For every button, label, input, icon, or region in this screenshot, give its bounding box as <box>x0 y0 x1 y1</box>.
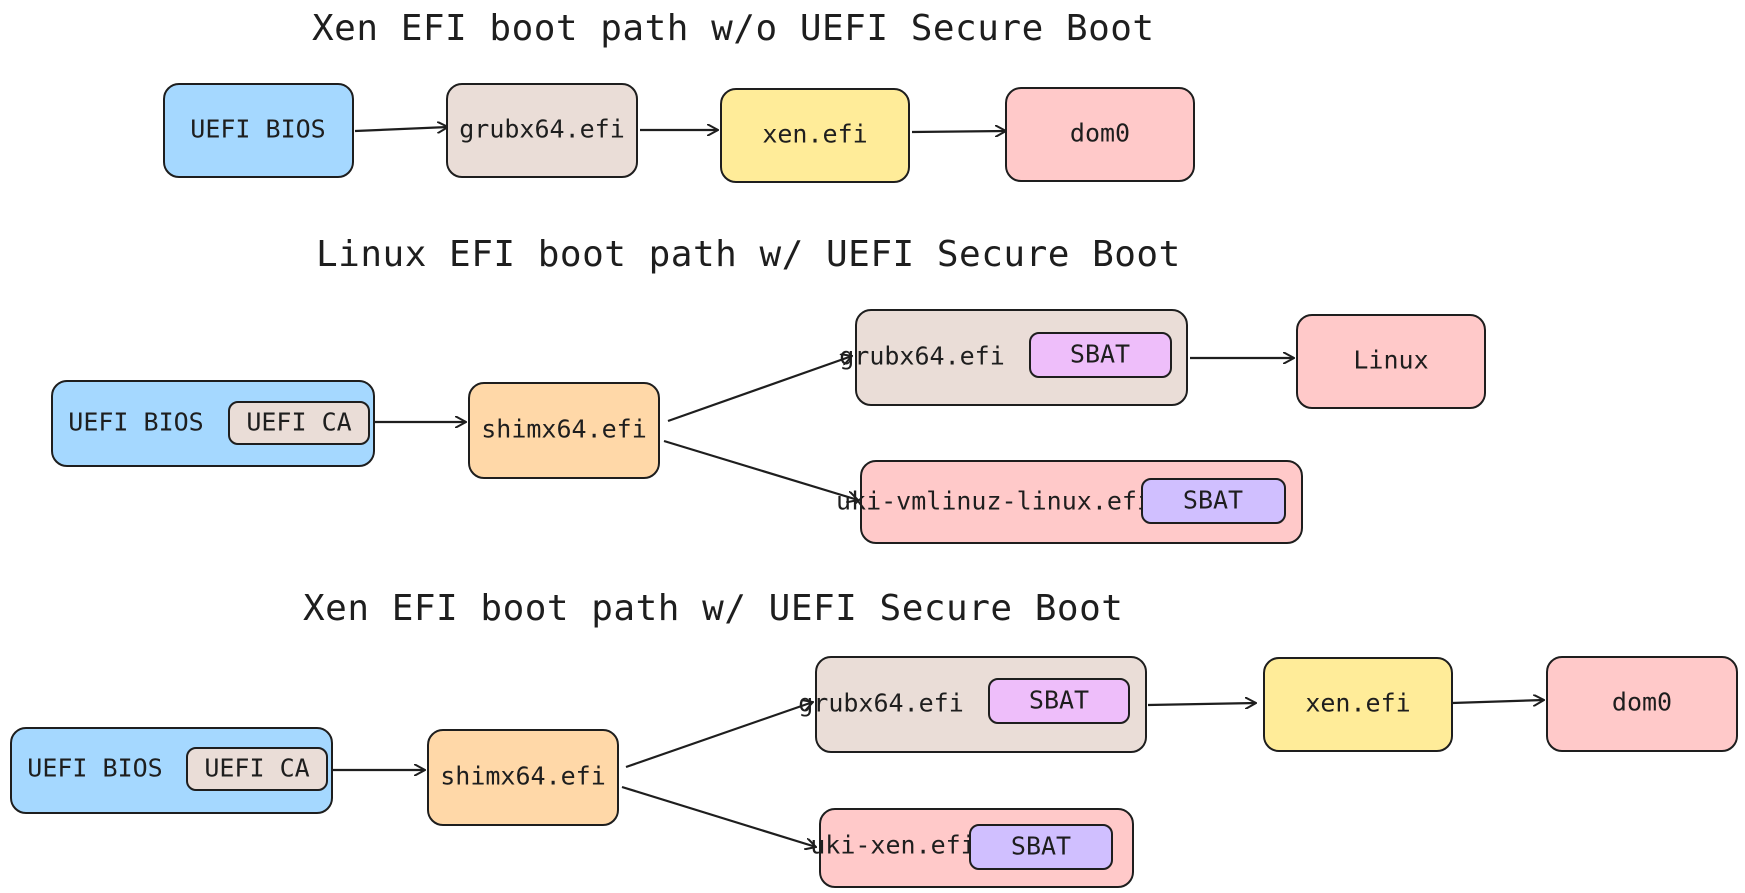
node-dom0-3-label: dom0 <box>1611 687 1673 717</box>
node-uefi-bios-2-label: UEFI BIOS <box>68 407 204 437</box>
node-shim-2-label: shimx64.efi <box>481 414 647 444</box>
node-uefi-bios-1-label: UEFI BIOS <box>190 114 326 144</box>
node-dom0-1 <box>1005 87 1195 182</box>
badge-sbat-uki-2 <box>1141 478 1286 524</box>
node-grub-2-label: grubx64.efi <box>839 341 1005 371</box>
badge-sbat-uki-3-label: SBAT <box>1010 831 1072 861</box>
badge-sbat-grub-2 <box>1029 332 1172 378</box>
node-dom0-1-label: dom0 <box>1069 118 1131 148</box>
badge-uefi-ca-3-label: UEFI CA <box>204 753 310 783</box>
arrow-shim-to-grub <box>667 356 852 423</box>
title-xen-no-secure-boot: Xen EFI boot path w/o UEFI Secure Boot <box>312 8 1155 49</box>
badge-uefi-ca-3 <box>186 747 328 791</box>
node-grub-3-label: grubx64.efi <box>798 688 964 718</box>
node-shim-3 <box>427 729 619 826</box>
node-uki-xen-3-label: uki-xen.efi <box>810 830 976 860</box>
title-xen-secure-boot: Xen EFI boot path w/ UEFI Secure Boot <box>303 588 1124 629</box>
badge-uefi-ca-2 <box>228 401 370 445</box>
node-uefi-bios-3-label: UEFI BIOS <box>27 753 163 783</box>
node-linux-2-label: Linux <box>1353 345 1429 375</box>
node-dom0-3 <box>1546 656 1738 752</box>
arrow-xen-to-dom0-3 <box>1451 700 1544 703</box>
node-grub-1 <box>446 83 638 178</box>
node-uefi-bios-1 <box>163 83 354 178</box>
badge-sbat-uki-3 <box>969 824 1113 870</box>
node-shim-3-label: shimx64.efi <box>440 761 606 791</box>
node-xen-1 <box>720 88 910 183</box>
node-uefi-bios-2 <box>51 380 375 467</box>
badge-sbat-grub-2-label: SBAT <box>1069 339 1131 369</box>
arrow-shim-to-grub-3 <box>625 702 813 769</box>
arrow-shim-to-uki <box>663 439 858 500</box>
node-grub-1-label: grubx64.efi <box>459 114 625 144</box>
node-xen-3-label: xen.efi <box>1305 688 1411 718</box>
node-xen-3 <box>1263 657 1453 752</box>
title-linux-secure-boot: Linux EFI boot path w/ UEFI Secure Boot <box>316 234 1181 275</box>
node-shim-2 <box>468 382 660 479</box>
node-linux-2 <box>1296 314 1486 409</box>
arrow-xen-to-dom0 <box>911 131 1006 132</box>
arrow-grub-to-xen-3 <box>1147 703 1256 705</box>
arrow-shim-to-uki-3 <box>621 785 816 847</box>
node-uki-2-label: uki-vmlinuz-linux.efi <box>835 486 1153 516</box>
arrow-uefi-to-grub <box>354 127 448 131</box>
badge-sbat-uki-2-label: SBAT <box>1182 485 1244 515</box>
badge-sbat-grub-3 <box>988 678 1130 724</box>
badge-sbat-grub-3-label: SBAT <box>1028 685 1090 715</box>
badge-uefi-ca-2-label: UEFI CA <box>246 407 352 437</box>
node-xen-1-label: xen.efi <box>762 119 868 149</box>
